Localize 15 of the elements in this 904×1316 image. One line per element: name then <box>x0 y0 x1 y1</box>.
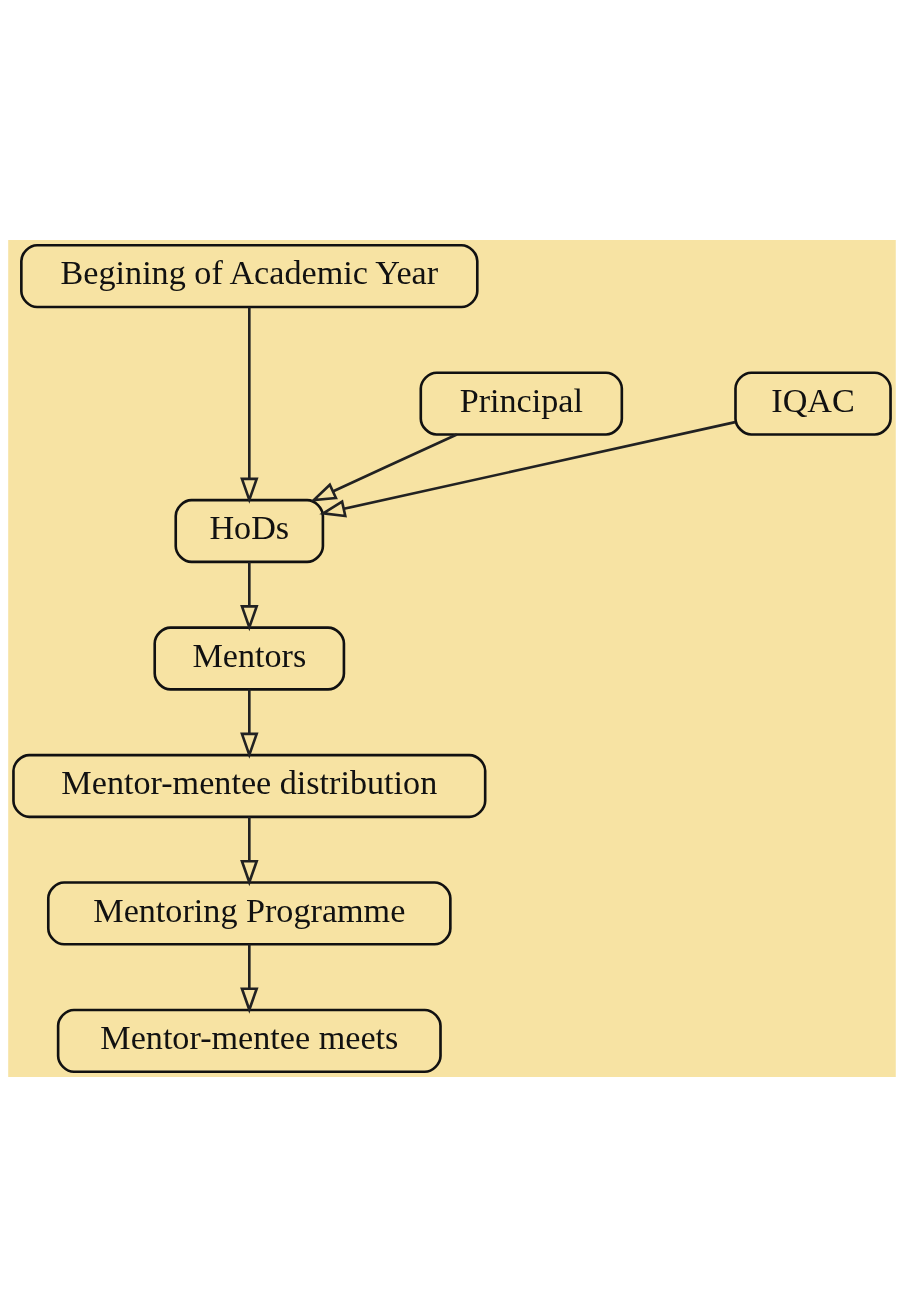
node-box: Mentors <box>153 625 346 691</box>
node-box: Principal <box>419 370 624 436</box>
node-box: Begining of Academic Year <box>20 243 479 308</box>
node-box: Mentor-mentee distribution <box>12 753 487 818</box>
arrow <box>319 420 736 518</box>
arrow <box>240 816 259 886</box>
node-box: HoDs <box>174 498 325 563</box>
arrow <box>240 561 259 631</box>
node-box: Mentor-mentee meets <box>56 1008 442 1073</box>
node-box: Mentoring Programme <box>46 880 452 946</box>
node-box: IQAC <box>734 370 892 436</box>
arrow <box>240 943 259 1014</box>
arrow <box>240 688 259 759</box>
arrow <box>310 432 458 502</box>
arrow <box>240 306 259 504</box>
